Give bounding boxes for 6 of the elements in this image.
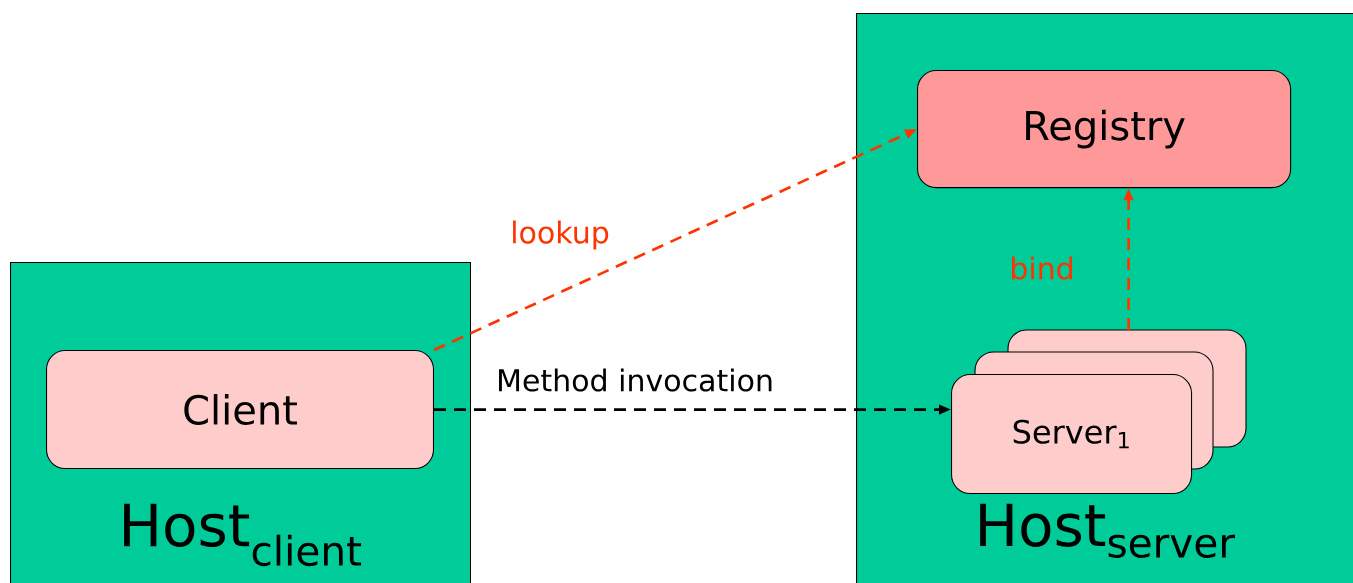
- edge-label: lookup: [508, 219, 612, 251]
- edge-label: Method invocation: [494, 367, 776, 393]
- stacked-cards-drawing: Server$_{1}$: [951, 329, 1247, 494]
- edge-label: bind: [1007, 255, 1077, 281]
- process-box: Client: [46, 350, 434, 470]
- registry-box: Registry: [917, 70, 1292, 189]
